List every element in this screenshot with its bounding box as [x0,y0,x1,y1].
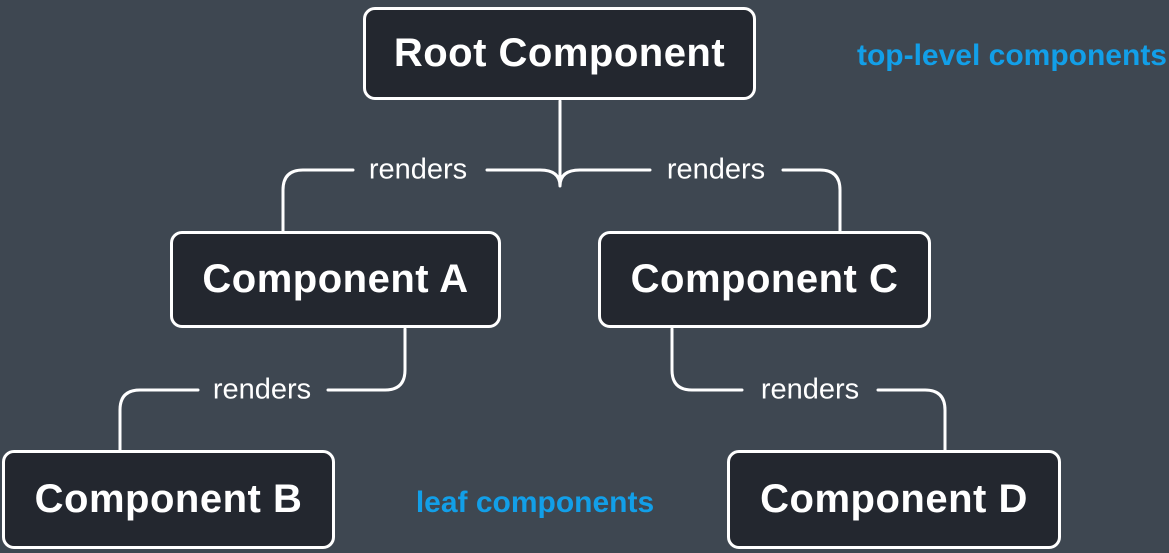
node-label: Component B [34,477,303,521]
edge-label-root-to-a: renders [368,153,468,186]
node-component-c: Component C [598,231,931,328]
node-label: Component D [760,477,1028,521]
edge-label-c-to-d: renders [760,373,860,406]
edge-label-a-to-b: renders [212,373,312,406]
node-component-d: Component D [727,450,1061,549]
annotation-top-level-components: top-level components [856,39,1167,72]
edge-label-root-to-c: renders [666,153,766,186]
node-label: Root Component [393,31,726,75]
node-label: Component A [202,257,469,301]
node-component-b: Component B [2,450,335,549]
node-component-a: Component A [170,231,501,328]
annotation-leaf-components: leaf components [415,486,655,519]
node-label: Component C [630,257,899,301]
node-root-component: Root Component [363,7,756,100]
